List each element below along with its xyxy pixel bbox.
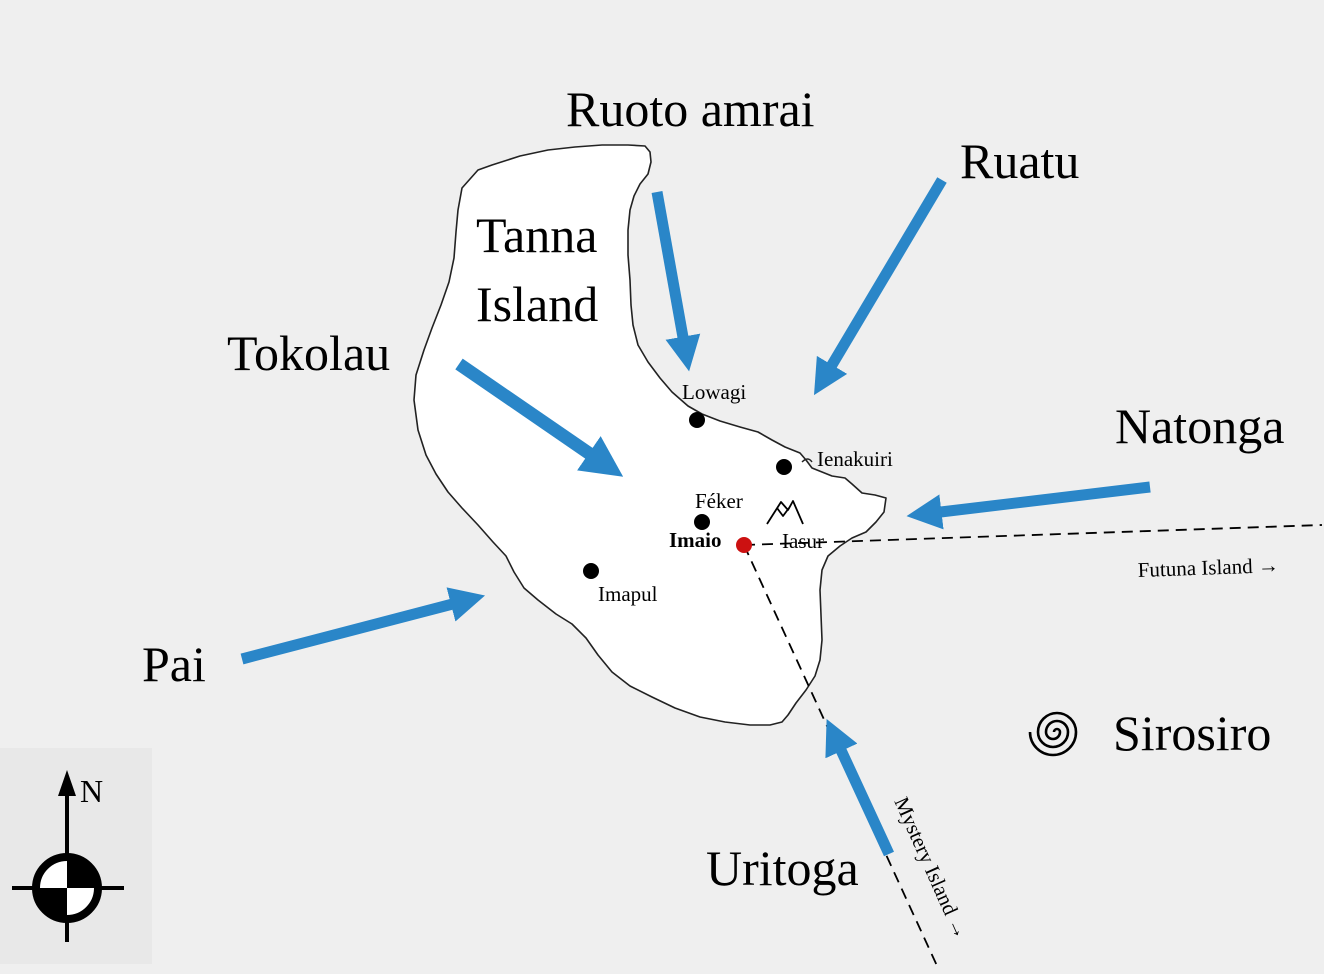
place-label-iasur: Iasur xyxy=(782,529,824,553)
wind-arrow-natonga xyxy=(906,481,1151,530)
island-outline xyxy=(413,144,887,726)
place-label-imaio: Imaio xyxy=(669,528,722,552)
capital-dot-imaio xyxy=(736,537,752,553)
wind-arrow-ruatu xyxy=(814,177,947,396)
wind-label-sirosiro: Sirosiro xyxy=(1113,705,1271,761)
north-label: N xyxy=(80,773,103,809)
spiral-icon xyxy=(1028,711,1078,757)
village-dot-ienakuiri xyxy=(776,459,792,475)
route-label-futuna: Futuna Island → xyxy=(1137,553,1279,582)
wind-label-natonga: Natonga xyxy=(1115,398,1284,454)
village-dot-feker xyxy=(694,514,710,530)
route-line-futuna xyxy=(743,524,1323,546)
wind-arrow-ruoto-amrai xyxy=(651,191,701,372)
island-name-line1: Tanna xyxy=(476,207,597,263)
place-label-ienakuiri: Ienakuiri xyxy=(817,447,893,471)
wind-label-ruatu: Ruatu xyxy=(960,133,1079,189)
compass-rose-icon xyxy=(0,748,152,964)
island-name-line2: Island xyxy=(476,276,598,332)
volcano-icon xyxy=(766,500,804,525)
wind-label-uritoga: Uritoga xyxy=(706,840,859,896)
village-dot-imapul xyxy=(583,563,599,579)
wind-arrow-tokolau xyxy=(455,358,624,477)
wind-arrow-uritoga xyxy=(825,719,894,857)
place-label-feker: Féker xyxy=(695,489,743,513)
place-label-imapul: Imapul xyxy=(598,582,658,606)
wind-arrow-pai xyxy=(240,587,486,665)
route-line-mystery xyxy=(743,544,939,969)
place-label-lowagi: Lowagi xyxy=(682,380,746,404)
wind-label-tokolau: Tokolau xyxy=(227,325,390,381)
island-inlet xyxy=(801,458,813,463)
wind-label-pai: Pai xyxy=(142,636,206,692)
village-dot-lowagi xyxy=(689,412,705,428)
wind-label-ruoto-amrai: Ruoto amrai xyxy=(566,81,815,137)
